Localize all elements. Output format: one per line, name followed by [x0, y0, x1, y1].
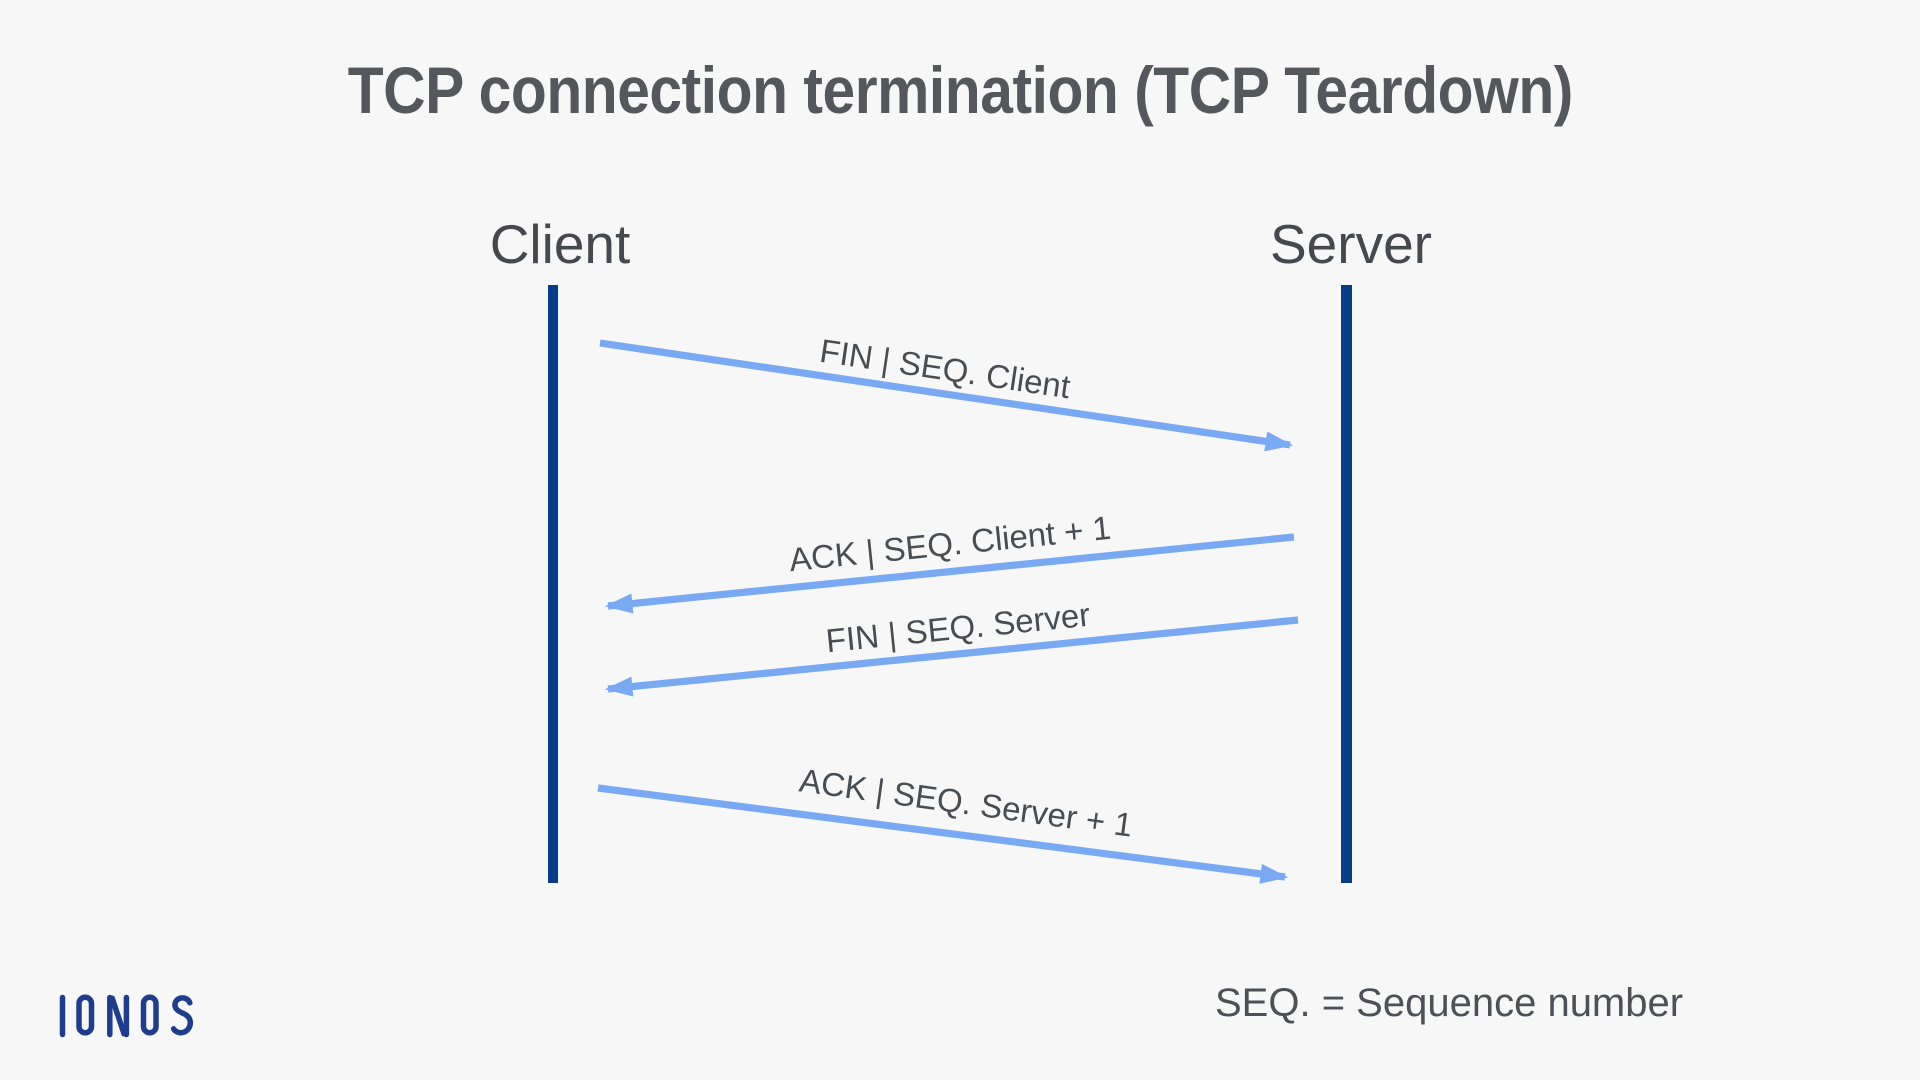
client-lifeline [548, 285, 558, 883]
arrow-ack-seq-client-plus-1 [604, 533, 1295, 614]
logo-letter-o2 [140, 994, 159, 1036]
arrow-fin-seq-server [604, 616, 1299, 697]
logo-letter-s [170, 995, 194, 1036]
legend-text: SEQ. = Sequence number [1215, 981, 1684, 1025]
arrow-ack-seq-server-plus-1 [597, 784, 1289, 884]
server-lifeline [1341, 285, 1352, 883]
actor-label-server: Server [1270, 213, 1432, 275]
arrow-fin-seq-client [599, 339, 1294, 452]
ionos-logo [59, 994, 194, 1038]
page-title-text: TCP connection termination (TCP Teardown… [347, 53, 1573, 127]
actor-label-client: Client [489, 213, 631, 275]
logo-letter-n-slash [109, 995, 127, 1037]
page-title: TCP connection termination (TCP Teardown… [0, 52, 1920, 128]
logo-letter-o1 [76, 994, 95, 1036]
